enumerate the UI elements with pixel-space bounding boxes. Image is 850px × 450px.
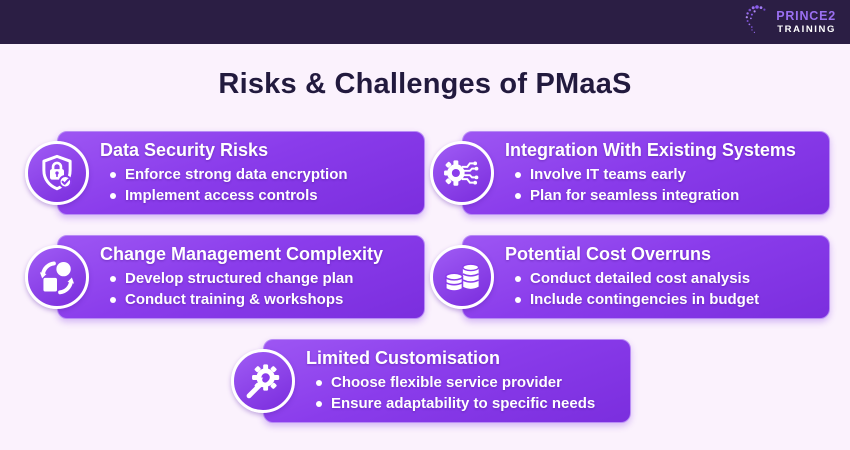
bullet-item: Enforce strong data encryption — [110, 164, 418, 185]
bullet-text: Enforce strong data encryption — [125, 166, 348, 183]
card-potential-cost-overruns: Potential Cost Overruns Conduct detailed… — [430, 235, 830, 319]
logo-brand-subtitle: TRAINING — [777, 23, 836, 35]
bullet-dot — [110, 275, 116, 282]
bullet-dot — [515, 296, 521, 303]
bullet-item: Conduct training & workshops — [110, 289, 418, 310]
shield-lock-icon — [25, 141, 89, 205]
bullet-text: Conduct training & workshops — [125, 291, 344, 308]
bullet-item: Implement access controls — [110, 185, 418, 206]
card-content: Integration With Existing Systems Involv… — [505, 132, 823, 214]
bullet-item: Develop structured change plan — [110, 268, 418, 289]
bullet-item: Conduct detailed cost analysis — [515, 268, 823, 289]
bullet-dot — [515, 171, 521, 178]
bullet-dot — [110, 296, 116, 303]
bullet-text: Plan for seamless integration — [530, 187, 740, 204]
top-header-bar: PRINCE2 TRAINING — [0, 0, 850, 44]
logo-text: PRINCE2 TRAINING — [776, 10, 836, 34]
card-title: Limited Customisation — [306, 348, 501, 368]
coin-stacks-icon — [430, 245, 494, 309]
gear-circuit-icon — [430, 141, 494, 205]
bullet-dot — [515, 275, 521, 282]
card-title: Change Management Complexity — [100, 244, 384, 264]
page-title: Risks & Challenges of PMaaS — [218, 68, 632, 100]
prince2-training-logo: PRINCE2 TRAINING — [742, 3, 836, 42]
card-title: Data Security Risks — [100, 140, 269, 160]
bullet-dot — [316, 400, 322, 407]
bullet-item: Include contingencies in budget — [515, 289, 823, 310]
card-content: Limited Customisation Choose flexible se… — [306, 340, 624, 422]
bullet-text: Include contingencies in budget — [530, 291, 760, 308]
card-limited-customisation: Limited Customisation Choose flexible se… — [231, 339, 631, 423]
bullet-item: Ensure adaptability to specific needs — [316, 393, 624, 414]
dotted-spiral-icon — [742, 3, 772, 42]
card-title: Integration With Existing Systems — [505, 140, 796, 160]
bullet-dot — [316, 379, 322, 386]
bullet-text: Choose flexible service provider — [331, 374, 562, 391]
card-data-security-risks: Data Security Risks Enforce strong data … — [25, 131, 425, 215]
card-integration-existing-systems: Integration With Existing Systems Involv… — [430, 131, 830, 215]
card-change-management-complexity: Change Management Complexity Develop str… — [25, 235, 425, 319]
bullet-dot — [515, 192, 521, 199]
card-content: Data Security Risks Enforce strong data … — [100, 132, 418, 214]
bullet-item: Plan for seamless integration — [515, 185, 823, 206]
bullet-dot — [110, 171, 116, 178]
card-title: Potential Cost Overruns — [505, 244, 712, 264]
bullet-text: Conduct detailed cost analysis — [530, 270, 751, 287]
bullet-item: Choose flexible service provider — [316, 372, 624, 393]
transform-arrows-icon — [25, 245, 89, 309]
bullet-item: Involve IT teams early — [515, 164, 823, 185]
card-content: Potential Cost Overruns Conduct detailed… — [505, 236, 823, 318]
card-content: Change Management Complexity Develop str… — [100, 236, 418, 318]
bullet-text: Develop structured change plan — [125, 270, 354, 287]
bullet-text: Ensure adaptability to specific needs — [331, 395, 596, 412]
bullet-text: Implement access controls — [125, 187, 318, 204]
logo-brand-name: PRINCE2 — [776, 9, 836, 23]
bullet-dot — [110, 192, 116, 199]
bullet-text: Involve IT teams early — [530, 166, 686, 183]
gear-wrench-icon — [231, 349, 295, 413]
